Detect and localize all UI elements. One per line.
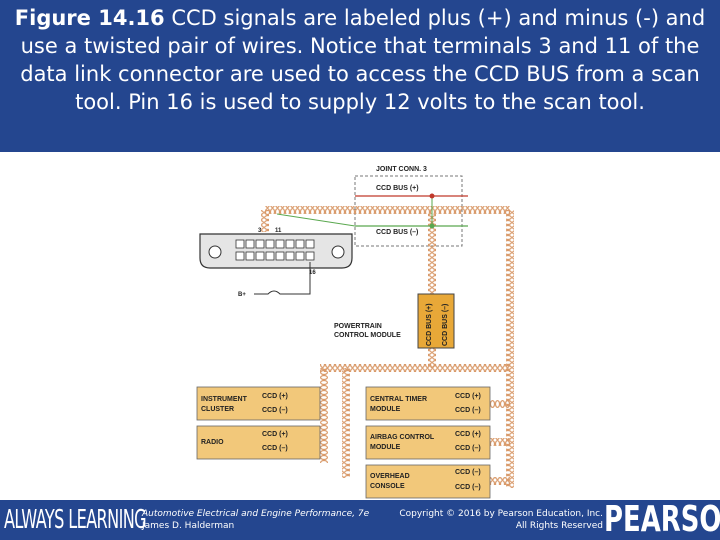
twisted-wire-ctm-branch <box>342 368 350 478</box>
joint-ccd-bus-plus-label: CCD BUS (+) <box>376 185 419 192</box>
ic-ccd-plus: CCD (+) <box>262 393 288 400</box>
twisted-wire-right-vertical <box>506 210 514 488</box>
twisted-wire-pcm-drop <box>428 214 436 294</box>
bus-plus-node <box>429 193 435 199</box>
overhead-console-module <box>365 464 491 499</box>
radio-label: RADIO <box>201 439 224 446</box>
oc-ccd-minus-top: CCD (–) <box>455 469 481 476</box>
bplus-label: B+ <box>238 292 246 298</box>
radio-module <box>196 425 321 460</box>
rights-text: All Rights Reserved <box>515 521 603 531</box>
book-credit: Automotive Electrical and Engine Perform… <box>142 508 369 532</box>
acm-label-line1: AIRBAG CONTROL <box>370 434 435 441</box>
pcm-ccd-minus: CCD BUS (–) <box>442 304 449 346</box>
oc-ccd-minus-bottom: CCD (–) <box>455 484 481 491</box>
twisted-wire-ctm-link <box>490 400 510 408</box>
pin-16-label: 16 <box>309 270 316 276</box>
central-timer-module <box>365 386 491 421</box>
pcm-label-line2: CONTROL MODULE <box>334 332 401 339</box>
twisted-wire-right-top <box>465 206 510 214</box>
instrument-cluster-module <box>196 386 321 421</box>
ccd-bus-diagram: JOINT CONN. 3 CCD BUS (+) CCD BUS (–) 3 … <box>196 166 514 499</box>
ctm-ccd-plus: CCD (+) <box>455 393 481 400</box>
twisted-wire-pcm-to-bus <box>428 348 436 368</box>
twisted-wire-oc-link <box>490 477 510 485</box>
always-learning-logo: ALWAYS LEARNING <box>4 505 147 535</box>
joint-conn-label: JOINT CONN. 3 <box>376 166 427 173</box>
pin-3-label: 3 <box>258 228 262 234</box>
twisted-wire-top <box>265 206 465 214</box>
ic-label-line2: CLUSTER <box>201 406 234 413</box>
copyright-block: Copyright © 2016 by Pearson Education, I… <box>398 508 603 532</box>
oc-label-line1: OVERHEAD <box>370 473 410 480</box>
acm-ccd-plus: CCD (+) <box>455 431 481 438</box>
joint-ccd-bus-minus-label: CCD BUS (–) <box>376 229 418 236</box>
airbag-control-module <box>365 425 491 460</box>
dlc-pins <box>235 239 315 261</box>
radio-ccd-minus: CCD (–) <box>262 445 288 452</box>
caption-banner: Figure 14.16 CCD signals are labeled plu… <box>0 0 720 152</box>
bplus-wire <box>254 262 311 295</box>
caption-text: CCD signals are labeled plus (+) and min… <box>20 6 706 114</box>
dlc-green-lead <box>276 213 356 227</box>
twisted-wire-left-vertical <box>320 368 328 463</box>
bus-minus-node <box>429 223 435 229</box>
pcm-connector <box>417 293 455 349</box>
dlc-mount-left <box>208 245 222 259</box>
copyright-text: Copyright © 2016 by Pearson Education, I… <box>399 509 603 519</box>
radio-ccd-plus: CCD (+) <box>262 431 288 438</box>
twisted-wire-lower-horizontal <box>320 364 510 372</box>
ic-ccd-minus: CCD (–) <box>262 407 288 414</box>
acm-label-line2: MODULE <box>370 444 401 451</box>
footer-bar: ALWAYS LEARNING Automotive Electrical an… <box>0 500 720 540</box>
data-link-connector <box>199 233 353 269</box>
oc-label-line2: CONSOLE <box>370 483 405 490</box>
book-author: James D. Halderman <box>142 521 235 531</box>
ctm-ccd-minus: CCD (–) <box>455 407 481 414</box>
pearson-logo: PEARSON <box>604 499 720 540</box>
acm-ccd-minus: CCD (–) <box>455 445 481 452</box>
ctm-label-line2: MODULE <box>370 406 401 413</box>
figure-label: Figure 14.16 <box>14 6 165 30</box>
dlc-mount-right <box>331 245 345 259</box>
twisted-wire-acm-link <box>490 438 510 446</box>
ic-label-line1: INSTRUMENT <box>201 396 248 403</box>
pcm-ccd-plus: CCD BUS (+) <box>426 303 433 346</box>
twisted-wire-dlc-drop <box>261 210 269 232</box>
pin-11-label: 11 <box>275 228 282 234</box>
ctm-label-line1: CENTRAL TIMER <box>370 396 427 403</box>
book-title: Automotive Electrical and Engine Perform… <box>142 509 370 519</box>
pcm-label-line1: POWERTRAIN <box>334 323 382 330</box>
